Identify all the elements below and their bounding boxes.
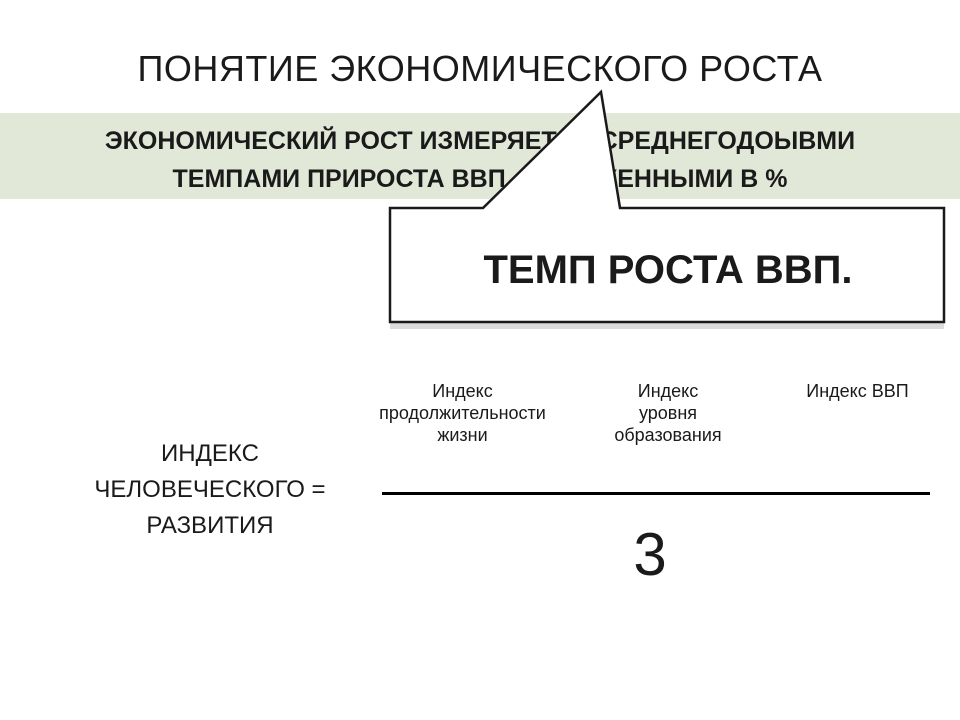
denominator: 3: [633, 521, 667, 588]
slide-title: ПОНЯТИЕ ЭКОНОМИЧЕСКОГО РОСТА: [137, 48, 823, 89]
life-expectancy-index: Индекс продолжительности жизни: [379, 381, 546, 445]
gdp-index: Индекс ВВП: [806, 381, 909, 401]
callout-shape: [388, 89, 946, 324]
fraction-line: [382, 492, 930, 495]
education-index: Индекс уровня образования: [614, 381, 722, 445]
definition-band: [0, 113, 960, 199]
callout-text: ТЕМП РОСТА ВВП.: [483, 248, 853, 292]
definition-text: ЭКОНОМИЧЕСКИЙ РОСТ ИЗМЕРЯЕТСЯ СРЕДНЕГОДО…: [104, 127, 856, 193]
hdi-label: ИНДЕКС ЧЕЛОВЕЧЕСКОГО = РАЗВИТИЯ: [94, 440, 326, 539]
